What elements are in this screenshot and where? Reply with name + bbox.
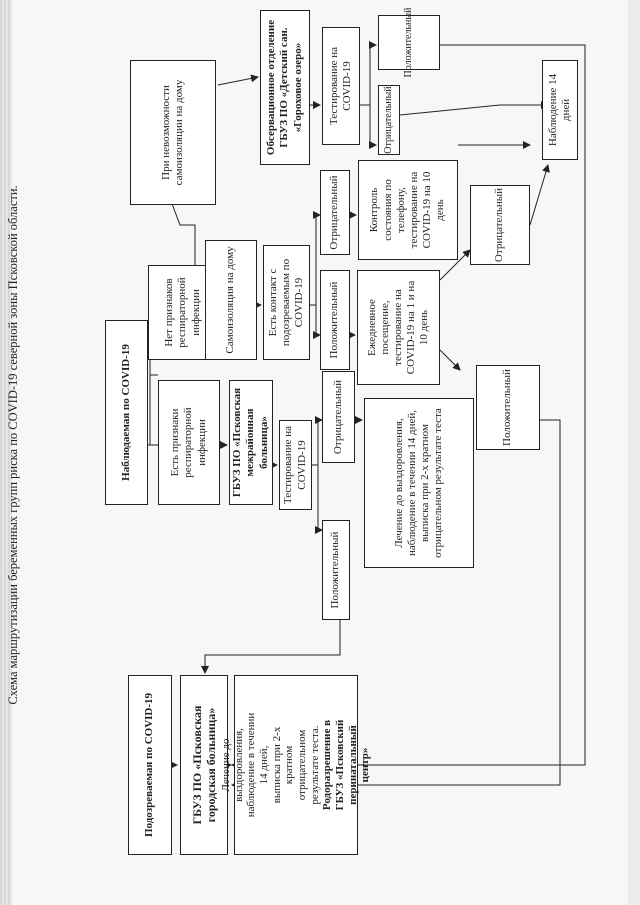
pgb-treatment-line: выписка при 2-х: [270, 726, 283, 804]
no-self-iso-node: При невозможности самоизоляции на дому: [130, 60, 216, 205]
pgb-treatment-line: результате теста.: [308, 725, 321, 805]
suspected-node: Подозреваемая по COVID-19: [128, 675, 172, 855]
pgb-treatment-line: наблюдение в течении: [245, 712, 258, 818]
pgb-treatment-node: Лечение до выздоровления, наблюдение в т…: [220, 675, 371, 855]
pgb-treatment-line: Лечение до: [220, 738, 233, 792]
resp-yes-node: Есть признаки респираторной инфекции: [158, 380, 220, 505]
test2-node: Тестирование на COVID-19: [322, 27, 360, 145]
pgb-treatment-bold-line: ГБУЗ «Псковский: [333, 719, 346, 811]
neg3-node: Отрицательный: [378, 85, 400, 155]
pgb-treatment-line: 14 дней,: [258, 745, 271, 785]
pgb-treatment-line: кратном: [283, 745, 296, 785]
pgb-treatment-bold-line: Родоразрешение в: [321, 719, 334, 811]
neg2-node: Отрицательный: [320, 170, 350, 255]
pos1-node: Положительный: [322, 520, 350, 620]
self-iso-node: Самоизоляция на дому: [205, 240, 257, 360]
daily-visit-node: Ежедневное посещение, тестирование на CO…: [357, 270, 440, 385]
test1-node: Тестирование на COVID-19: [279, 420, 312, 510]
pos3-node: Положительный: [378, 8, 440, 77]
treat-pmb-node: Лечение до выздоровления, наблюдение в т…: [364, 398, 474, 568]
contact-node: Есть контакт с подозреваемым по COVID-19: [263, 245, 310, 360]
pgb-treatment-line: отрицательном: [296, 729, 308, 801]
pos2-node: Положительный: [320, 270, 350, 370]
observed-node: Наблюдаемая по COVID-19: [105, 320, 148, 505]
rotated-diagram: Схема маршрутизации беременных групп рис…: [6, 8, 586, 855]
neg1-node: Отрицательный: [322, 371, 355, 463]
neg4-node: Отрицательный: [470, 185, 530, 265]
pgb-treatment-bold-line: перинатальный: [346, 725, 359, 805]
pgb-treatment-bold-line: центр»: [359, 747, 372, 783]
pos4-node: Положительный: [476, 365, 540, 450]
obs-dept-node: Обсервационное отделение ГБУЗ ПО «Детски…: [260, 10, 310, 165]
page-edge: [0, 0, 12, 905]
pgb-treatment-line: выздоровления,: [232, 728, 245, 802]
obs14-node: Наблюдение 14 дней: [542, 60, 578, 160]
phone-control-node: Контроль состояния по телефону, тестиров…: [358, 160, 458, 260]
pmb-node: ГБУЗ ПО «Псковская межрайонная больница»: [229, 380, 273, 505]
